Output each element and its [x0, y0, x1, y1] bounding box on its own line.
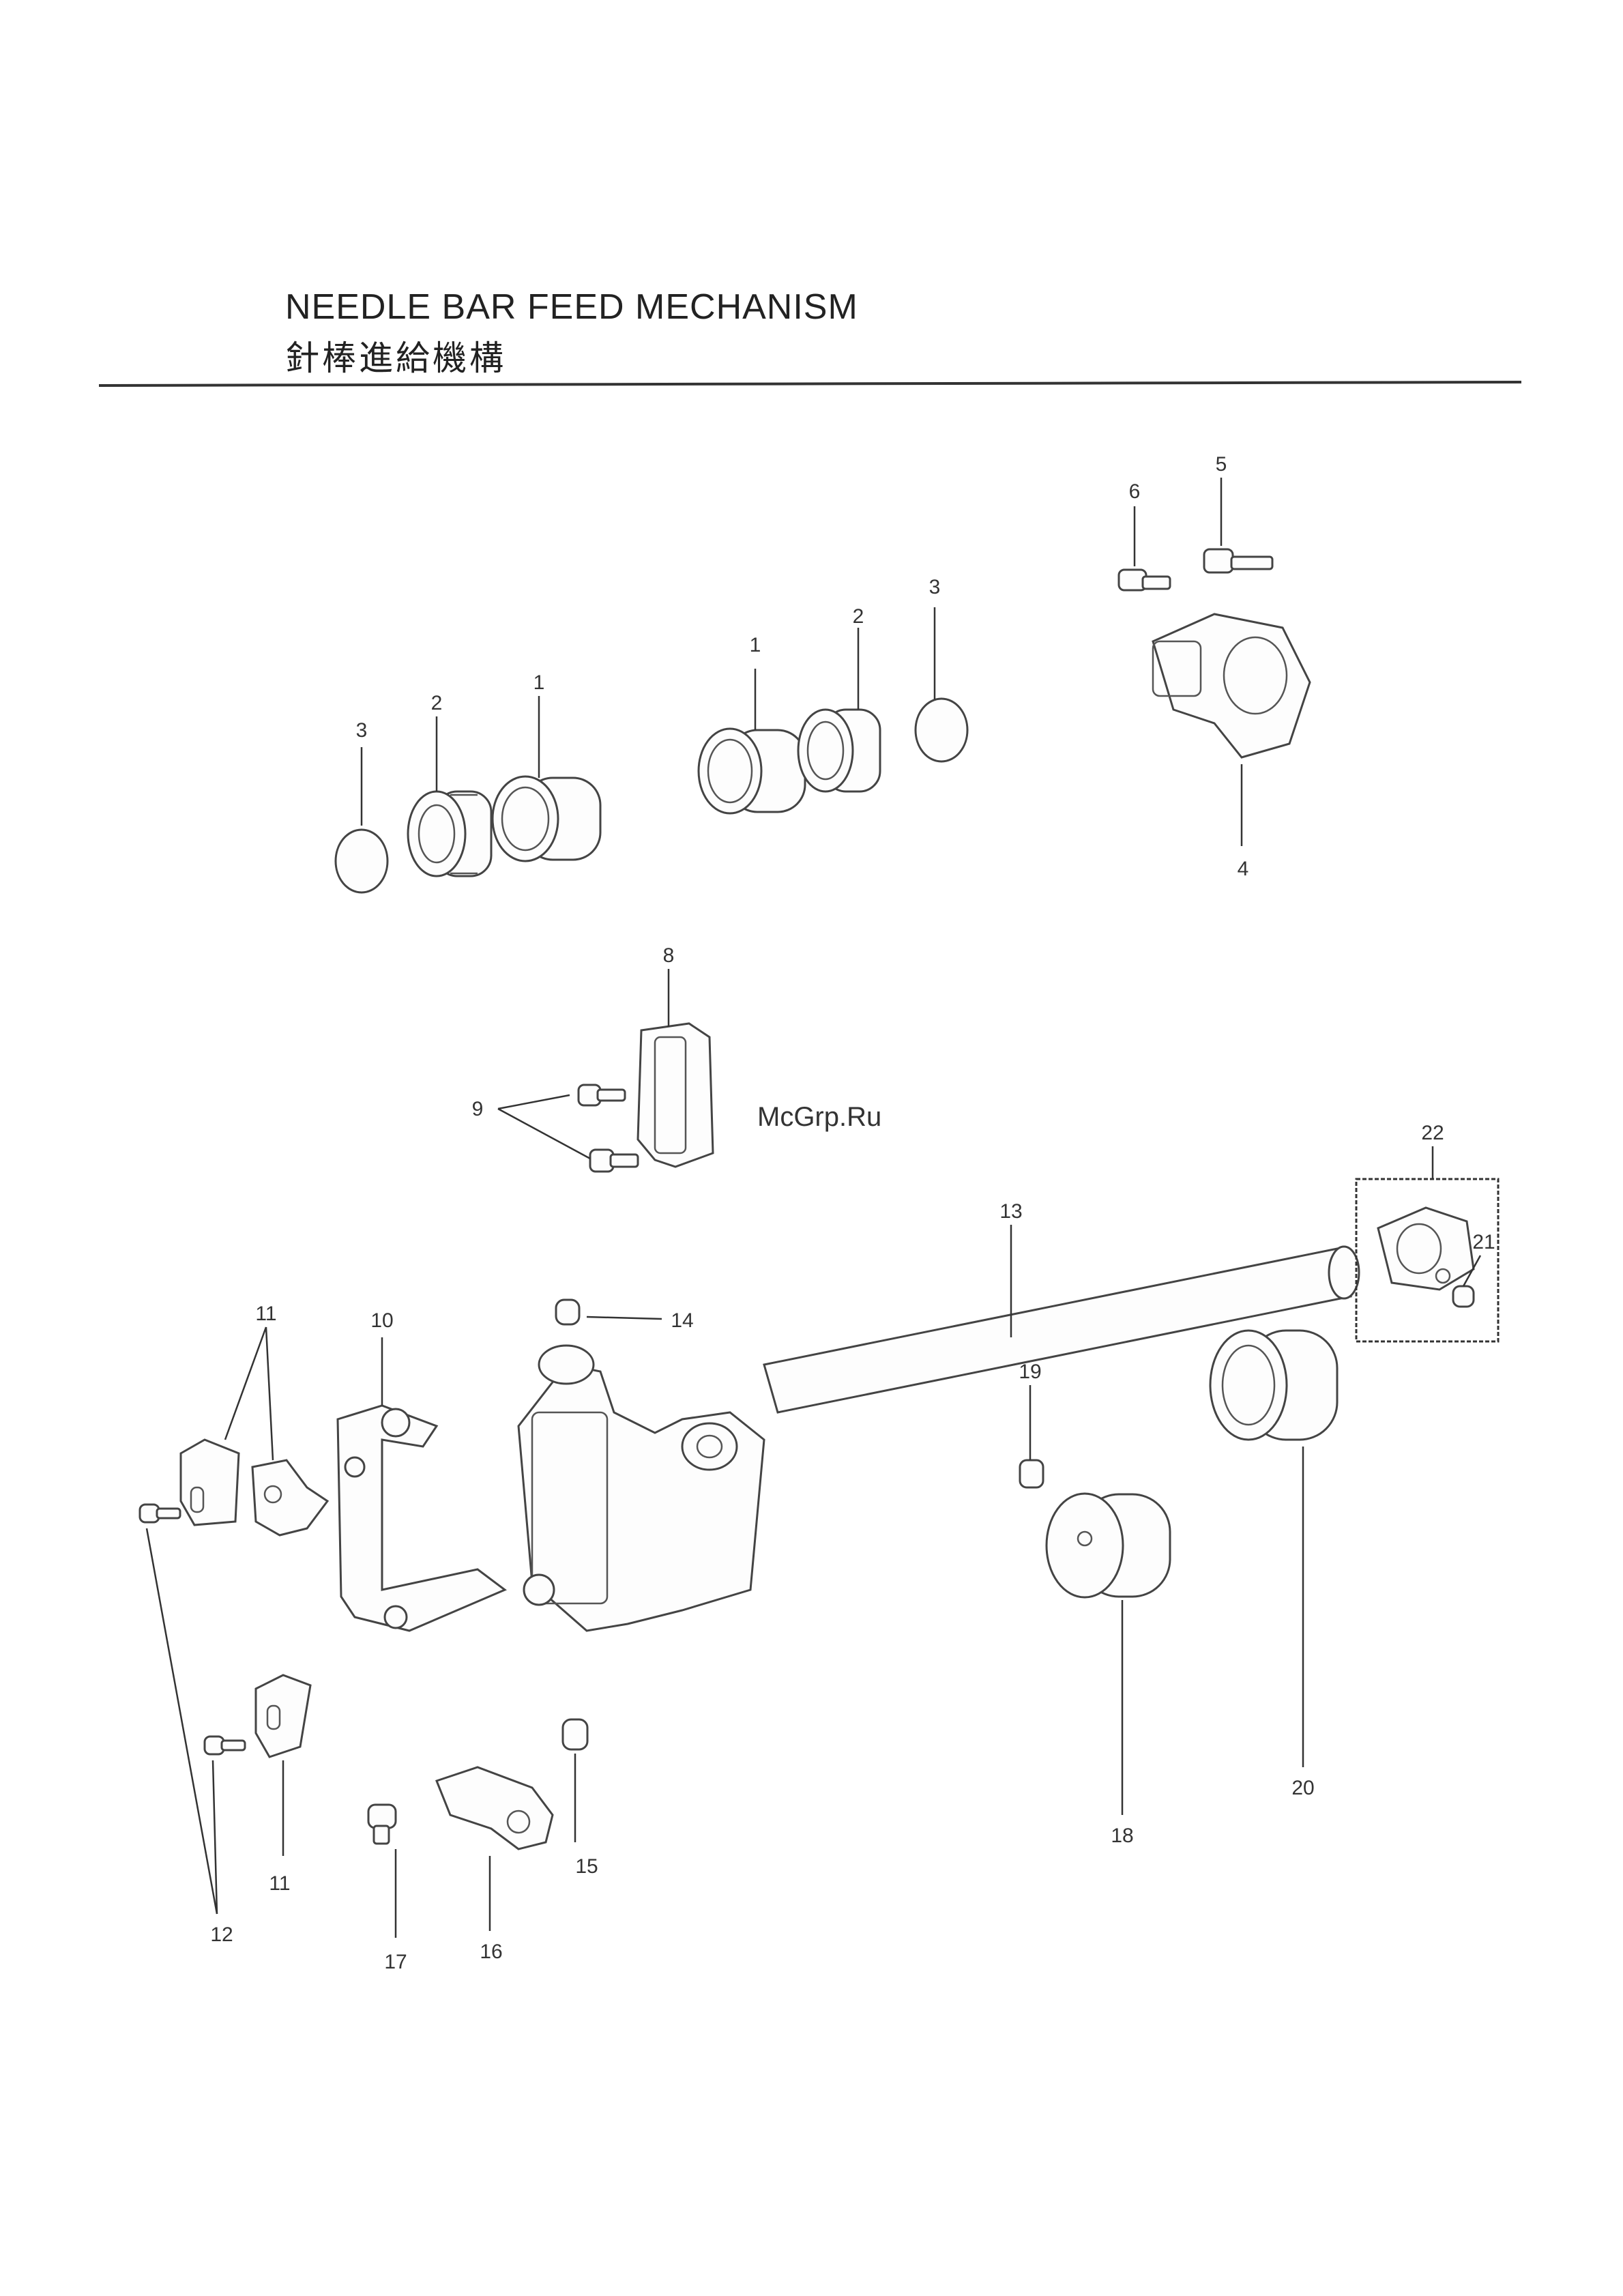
screw-part	[368, 1805, 396, 1844]
callout-number: 4	[1238, 858, 1249, 880]
screw-part	[1119, 570, 1170, 590]
callout-number: 2	[431, 692, 443, 714]
bracket-part	[252, 1460, 327, 1535]
bearing-group-left	[336, 776, 600, 892]
callout-number: 9	[472, 1098, 484, 1120]
needle-bearing-part	[798, 710, 880, 791]
bushing-part	[493, 776, 600, 861]
screw-part	[579, 1085, 625, 1105]
callout-number: 20	[1291, 1777, 1314, 1799]
callout-number: 13	[999, 1200, 1022, 1223]
u-bracket-part	[338, 1406, 505, 1631]
callout-number: 17	[384, 1951, 407, 1973]
screw-part	[205, 1736, 245, 1754]
collar-part	[1047, 1494, 1170, 1597]
callout-number: 8	[663, 944, 675, 967]
screw-part	[1204, 549, 1272, 572]
eccentric-collar-part	[1378, 1208, 1474, 1290]
link-part	[437, 1767, 553, 1849]
screw-part	[140, 1505, 180, 1522]
set-screw-part	[1020, 1460, 1043, 1487]
slide-block-part	[638, 1023, 713, 1167]
callout-number: 10	[370, 1309, 393, 1332]
header-rule	[99, 382, 1521, 386]
bracket-part	[181, 1440, 239, 1525]
screw-part	[590, 1150, 638, 1172]
callout-number: 15	[575, 1855, 598, 1878]
bushing-part	[1210, 1331, 1337, 1440]
bracket-part	[256, 1675, 310, 1757]
callout-number: 12	[210, 1923, 233, 1946]
needle-bearing-part	[408, 791, 491, 876]
callout-number: 22	[1421, 1122, 1444, 1144]
callout-number: 6	[1129, 480, 1141, 503]
callout-number: 1	[533, 671, 545, 694]
crank-part	[1153, 614, 1310, 757]
callout-number: 11	[269, 1872, 290, 1895]
bearing-group-center	[699, 699, 967, 813]
ring-part	[916, 699, 967, 761]
callout-number: 19	[1019, 1361, 1041, 1383]
callout-number: 18	[1111, 1825, 1133, 1847]
feed-rocker-frame	[518, 1346, 764, 1631]
pin-part	[563, 1719, 587, 1749]
callout-number: 2	[853, 605, 864, 628]
callout-number: 14	[671, 1309, 693, 1332]
set-screw-part	[556, 1300, 579, 1324]
callout-number: 16	[480, 1941, 502, 1963]
set-screw-part	[1453, 1286, 1474, 1307]
callout-number: 21	[1472, 1231, 1495, 1253]
callout-number: 3	[356, 719, 368, 742]
callout-number: 3	[929, 576, 941, 598]
callout-number: 11	[255, 1303, 276, 1325]
bushing-part	[699, 729, 805, 813]
callout-number: 1	[750, 634, 761, 656]
callout-number: 5	[1216, 453, 1227, 476]
ring-part	[336, 830, 388, 892]
